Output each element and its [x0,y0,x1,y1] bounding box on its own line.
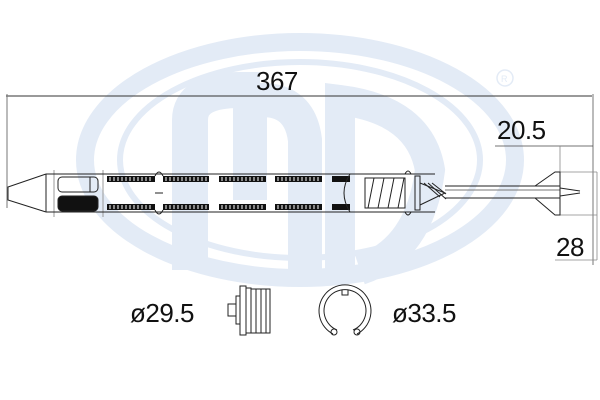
registered-mark: R [501,74,508,84]
era-watermark-logo [76,33,524,287]
circlip-drawing [318,284,372,336]
connector-height-label: 28 [556,232,584,262]
plug-part-drawing [227,285,271,336]
receiver-drier-body [7,170,581,217]
circlip-diameter-label: ø33.5 [392,298,457,328]
plug-diameter-label: ø29.5 [130,298,195,328]
connector-length-dimension [495,145,593,175]
overall-length-dimension [6,94,594,265]
overall-length-label: 367 [256,66,298,96]
connector-length-label: 20.5 [497,115,546,145]
connector-height-dimension [555,171,598,261]
